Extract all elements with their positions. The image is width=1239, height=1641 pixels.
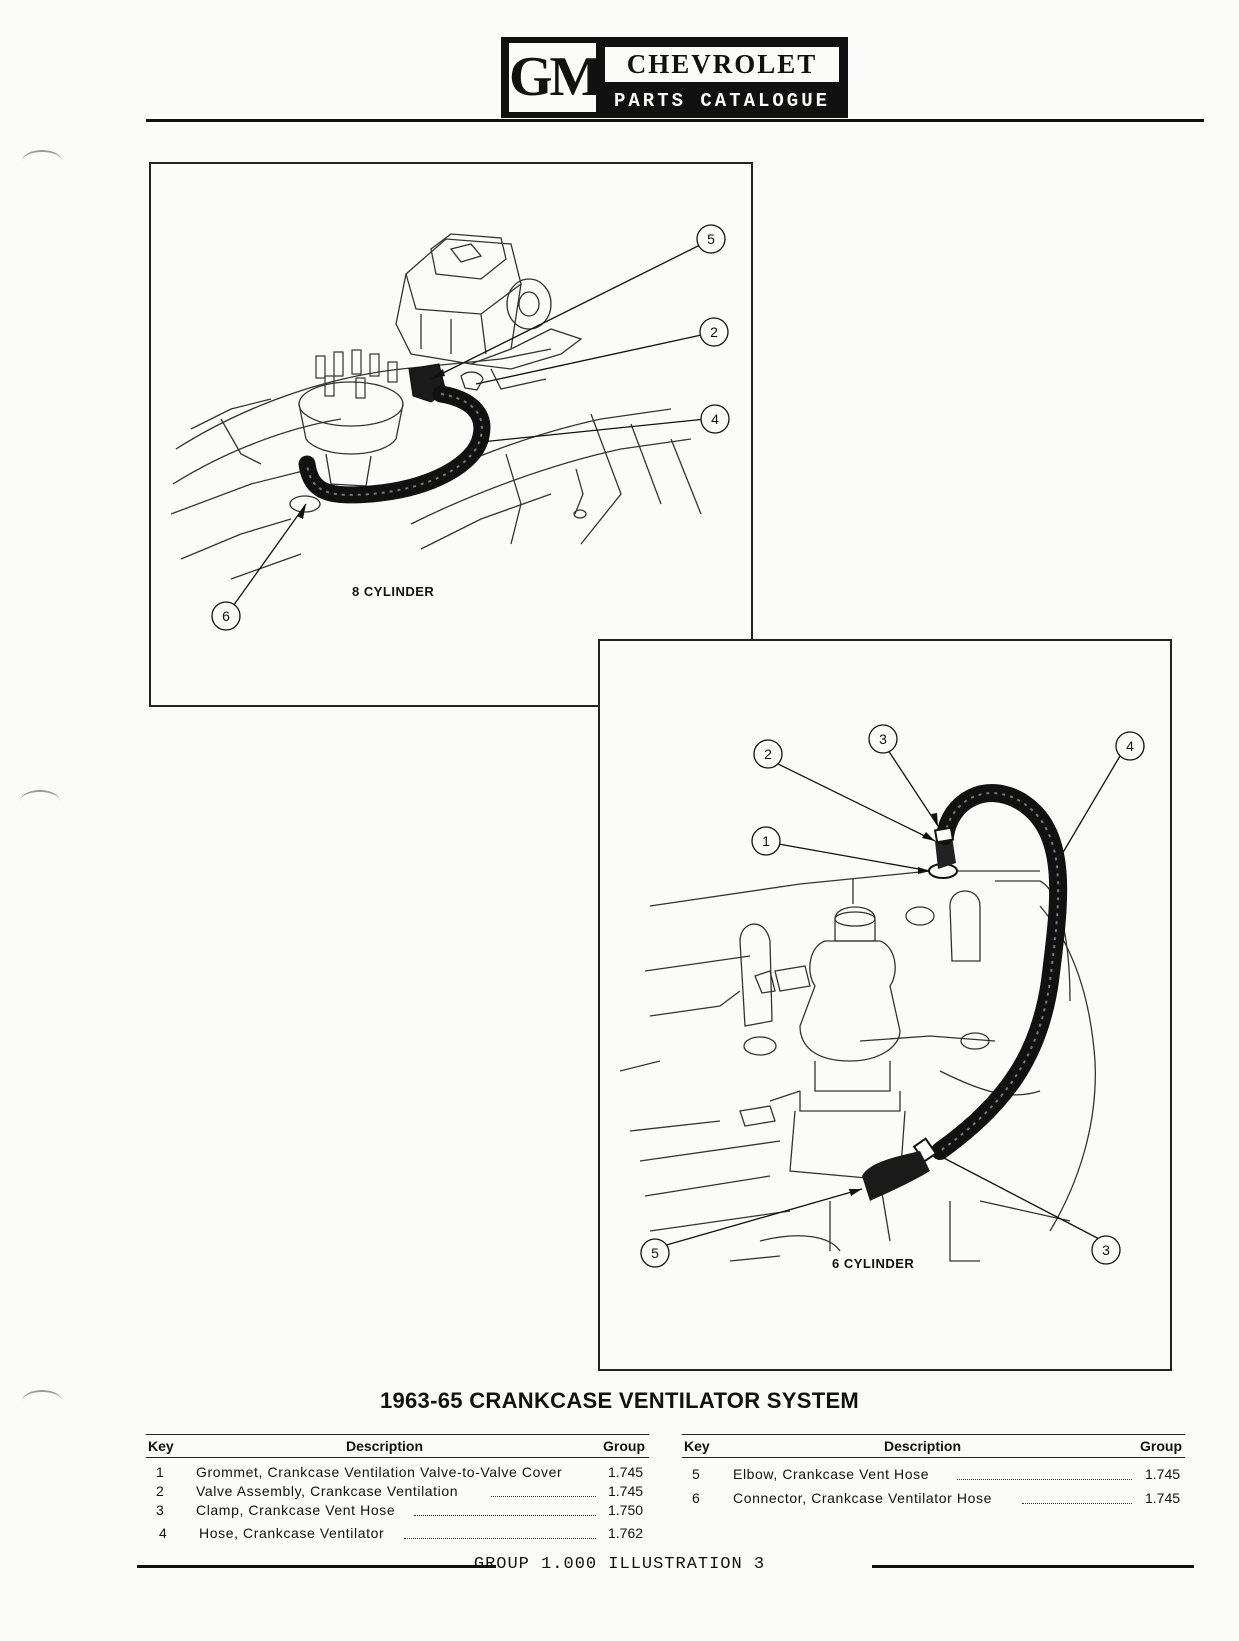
header-rule	[146, 119, 1204, 122]
callout-8cyl-6: 6	[222, 608, 230, 624]
footer-rule-right	[872, 1565, 1194, 1568]
engine-drawing-8-cylinder: 5 2 4 6	[170, 224, 730, 631]
gm-chevrolet-logo: GM CHEVROLET PARTS CATALOGUE	[501, 37, 848, 118]
callout-8cyl-4: 4	[711, 411, 719, 427]
header-description: Description	[346, 1438, 424, 1454]
row-key: 4	[159, 1525, 167, 1541]
row-key: 2	[156, 1483, 164, 1499]
row-group: 1.762	[608, 1525, 644, 1541]
caption-6-cylinder: 6 CYLINDER	[832, 1256, 915, 1271]
row-group: 1.750	[608, 1502, 644, 1518]
callout-8cyl-5: 5	[707, 231, 715, 247]
dot-leader	[414, 1515, 596, 1516]
illustration-8-cylinder: 5 2 4 6 8 CYLINDER	[149, 162, 753, 707]
header-description: Description	[884, 1438, 962, 1454]
dot-leader	[404, 1538, 596, 1539]
table-header: Key Description Group	[146, 1434, 649, 1458]
row-group: 1.745	[1145, 1466, 1181, 1482]
row-key: 6	[692, 1490, 700, 1506]
footer-rule-left	[137, 1565, 496, 1568]
row-description: Grommet, Crankcase Ventilation Valve-to-…	[196, 1464, 563, 1480]
gm-logo-letters: GM	[509, 43, 602, 112]
brand-name: CHEVROLET	[605, 47, 839, 82]
caption-8-cylinder: 8 CYLINDER	[352, 584, 435, 599]
header-group: Group	[1140, 1438, 1182, 1454]
callout-6cyl-3-top: 3	[879, 731, 887, 747]
binder-hole-mark-top	[22, 150, 62, 172]
table-row: 1 Grommet, Crankcase Ventilation Valve-t…	[146, 1464, 649, 1484]
row-key: 5	[692, 1466, 700, 1482]
callout-6cyl-3-bottom: 3	[1102, 1242, 1110, 1258]
callout-6cyl-1: 1	[762, 833, 770, 849]
dot-leader	[1022, 1503, 1132, 1504]
engine-drawing-6-cylinder: 2 3 4 1 5 3	[619, 724, 1145, 1268]
row-group: 1.745	[1145, 1490, 1181, 1506]
header-key: Key	[684, 1438, 710, 1454]
table-row: 3 Clamp, Crankcase Vent Hose 1.750	[146, 1502, 649, 1522]
callout-6cyl-4: 4	[1126, 738, 1134, 754]
dot-leader	[957, 1479, 1132, 1480]
row-group: 1.745	[608, 1464, 644, 1480]
page-title: 1963-65 CRANKCASE VENTILATOR SYSTEM	[379, 1388, 860, 1413]
callout-8cyl-2: 2	[710, 324, 718, 340]
header-group: Group	[603, 1438, 645, 1454]
row-description: Elbow, Crankcase Vent Hose	[733, 1466, 930, 1482]
row-description: Clamp, Crankcase Vent Hose	[196, 1502, 396, 1518]
table-row: 5 Elbow, Crankcase Vent Hose 1.745	[682, 1466, 1185, 1486]
row-description: Connector, Crankcase Ventilator Hose	[733, 1490, 992, 1506]
dot-leader	[491, 1496, 596, 1497]
row-description: Valve Assembly, Crankcase Ventilation	[196, 1483, 459, 1499]
row-group: 1.745	[608, 1483, 644, 1499]
catalogue-subtitle: PARTS CATALOGUE	[613, 90, 831, 112]
binder-hole-mark-middle	[20, 790, 60, 812]
table-row: 4 Hose, Crankcase Ventilator 1.762	[146, 1525, 649, 1545]
row-description: Hose, Crankcase Ventilator	[199, 1525, 385, 1541]
callout-6cyl-2: 2	[764, 746, 772, 762]
table-header: Key Description Group	[682, 1434, 1185, 1458]
footer-group-illustration: GROUP 1.000 ILLUSTRATION 3	[473, 1555, 766, 1574]
row-key: 1	[156, 1464, 164, 1480]
table-row: 6 Connector, Crankcase Ventilator Hose 1…	[682, 1490, 1185, 1510]
table-row: 2 Valve Assembly, Crankcase Ventilation …	[146, 1483, 649, 1503]
illustration-6-cylinder: 2 3 4 1 5 3 6 CYLINDER	[598, 639, 1172, 1371]
header-key: Key	[148, 1438, 174, 1454]
row-key: 3	[156, 1502, 164, 1518]
callout-6cyl-5: 5	[651, 1245, 659, 1261]
binder-hole-mark-bottom	[22, 1390, 62, 1412]
